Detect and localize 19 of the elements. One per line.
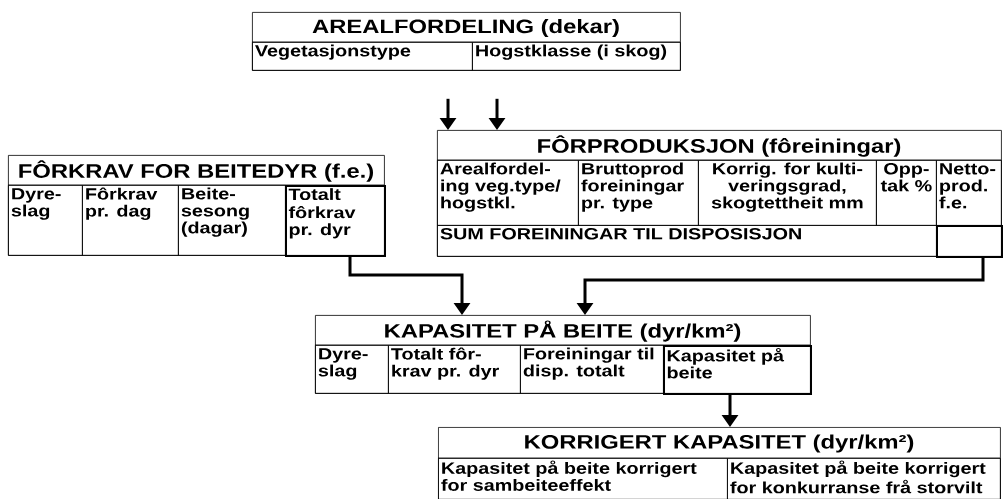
table-cell: Vegetasjonstype: [252, 42, 473, 71]
table-cell: Kapasitet på beite korrigert for sambeiteeffekt: [438, 458, 728, 499]
table-cell: Beite- sesong (dagar): [178, 185, 286, 256]
table-cell: Foreiningar til disp. totalt: [520, 345, 664, 394]
table-cell: Bruttoprod foreiningar pr. type: [578, 160, 699, 226]
table-cell: Totalt fôrkrav pr. dyr: [285, 185, 386, 257]
table-cell: SUM FOREININGAR TIL DISPOSISJON: [437, 225, 937, 257]
table-cell: Fôrkrav pr. dag: [82, 185, 179, 256]
table-cell: Totalt fôr- krav pr. dyr: [388, 345, 521, 394]
table-cell: Dyre- slag: [315, 345, 389, 394]
empty-cell: [936, 225, 1003, 258]
table-cell: Hogstklasse (i skog): [472, 42, 681, 71]
table-cell: Dyre- slag: [8, 185, 83, 256]
table-cell: Korrig. for kulti- veringsgrad, skogtettheit mm: [698, 160, 877, 226]
table-cell: Kapasitet på beite korrigert for konkurranse frå storvilt: [727, 458, 1001, 499]
table-cell: Arealfordel- ing veg.type/ hogstkl.: [437, 160, 579, 226]
table-cell: Opp- tak %: [876, 160, 937, 226]
table-cell: Netto- prod. f.e.: [936, 160, 1002, 226]
table-cell: Kapasitet på beite: [663, 345, 812, 395]
